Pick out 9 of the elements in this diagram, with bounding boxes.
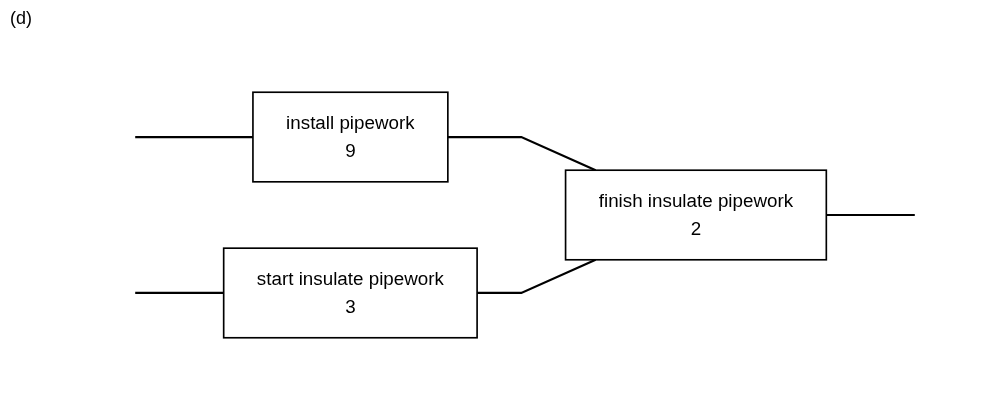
node-box: start insulate pipework 3 <box>222 247 478 339</box>
node-box: finish insulate pipework 2 <box>564 169 828 261</box>
connector <box>447 135 597 172</box>
connector <box>826 213 915 217</box>
connector <box>135 135 253 139</box>
panel-label: (d) <box>10 8 32 29</box>
connector <box>135 291 224 295</box>
connector <box>477 258 597 295</box>
node-box: install pipework 9 <box>252 91 449 183</box>
